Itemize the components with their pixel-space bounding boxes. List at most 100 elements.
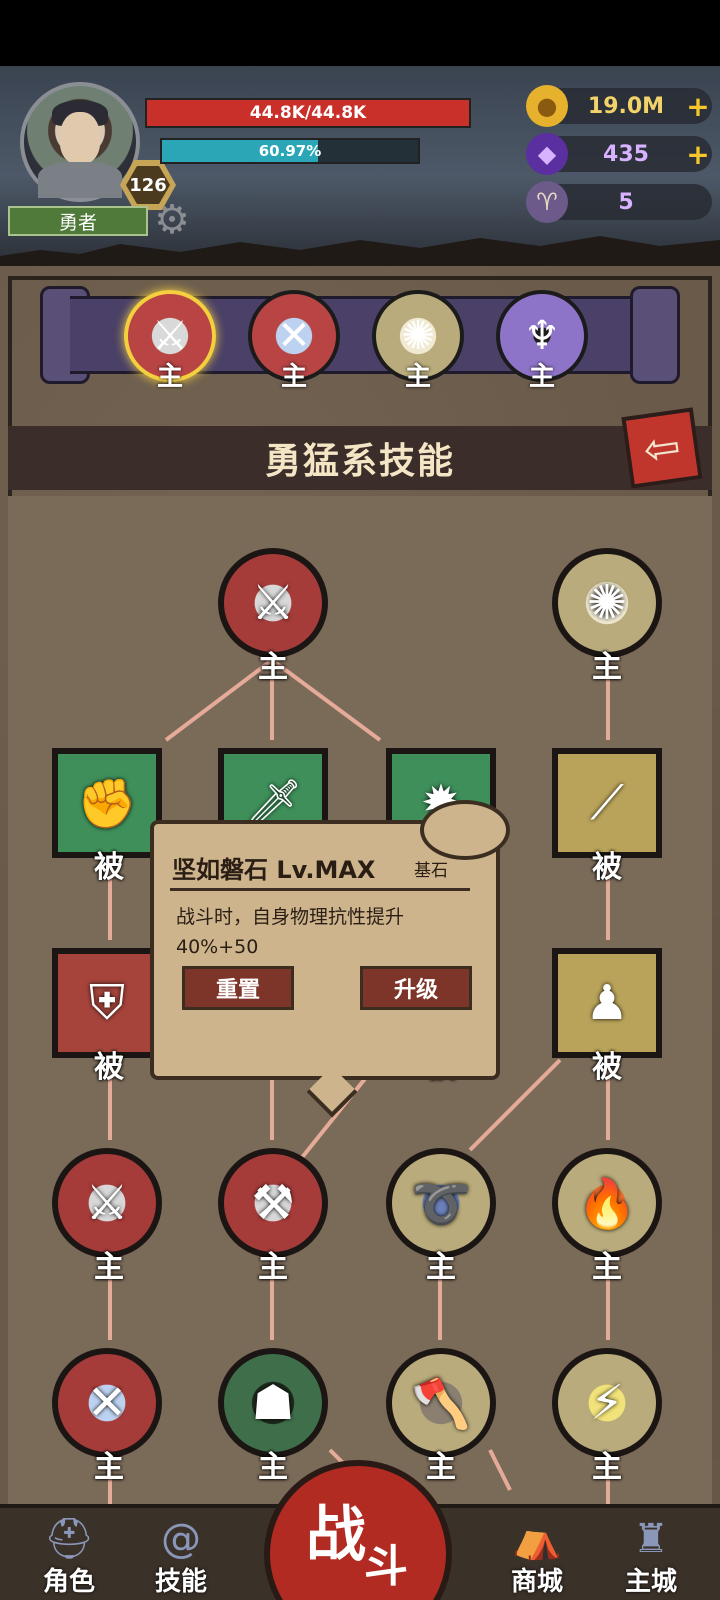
skill-node-r2c0-label: 被 [94,1050,124,1085]
lightning-blade-icon: ⚡ [590,1375,624,1431]
skill-tab-3-label: 主 [404,362,431,392]
skill-node-r3c0-label: 主 [94,1250,124,1285]
skill-node-r1c3[interactable]: ⟋ [552,748,662,858]
gold-coin-icon: ● [526,85,568,127]
ram-skull-icon: ♈ [526,181,568,223]
skill-node-r3c1[interactable]: ⚒ [218,1148,328,1258]
nav-skills-label: 技能 [154,1567,207,1597]
helmet-icon: ⛑ [43,1516,95,1562]
stone-fist-icon: ✊ [77,775,137,832]
skill-node-r3c2[interactable]: ➰ [386,1148,496,1258]
skill-tab-3[interactable]: ✺ [372,290,464,382]
nav-city[interactable]: ♜ 主城 [606,1506,696,1598]
player-name-banner: 勇者 [8,206,148,236]
popup-skill-description: 战斗时，自身物理抗性提升40%+50 [176,906,405,958]
purple-gem-icon: ◆ [526,133,568,175]
link-line [164,658,274,742]
skill-node-r3c2-label: 主 [426,1250,456,1285]
nav-skills[interactable]: @ 技能 [136,1506,226,1598]
skill-detail-popup: 坚如磐石 Lv.MAX 基石 战斗时，自身物理抗性提升40%+50 重置 升级 [150,800,510,1118]
battle-button[interactable]: 战 斗 [264,1460,452,1600]
skill-node-r2c0[interactable]: ⛨ [52,948,162,1058]
skill-node-r4c3-label: 主 [592,1450,622,1485]
skill-node-r2c3-label: 被 [592,1050,622,1085]
skill-node-r4c3[interactable]: ⚡ [552,1348,662,1458]
popup-skill-name: 坚如磐石 Lv.MAX [172,856,376,884]
skill-node-r1c0[interactable]: ✊ [52,748,162,858]
crossed-slash-icon: ✕ [86,1375,128,1431]
ridge-silhouette [0,236,720,266]
section-title-bar: 勇猛系技能 [8,426,712,490]
battle-label-2: 斗 [364,1541,408,1592]
nav-role[interactable]: ⛑ 角色 [24,1506,114,1598]
shop-tent-icon: ⛺ [512,1516,562,1562]
crossed-slash-icon: ✕ [277,313,311,359]
battle-label-1: 战 [306,1500,366,1570]
skill-node-r2c3[interactable]: ♟ [552,948,662,1058]
add-gold-button[interactable]: + [686,89,710,123]
skill-node-r1c0-label: 被 [94,850,124,885]
ram-value: 5 [618,189,634,215]
swirl-icon: @ [161,1516,201,1562]
winged-figure-icon: ♆ [524,313,560,359]
skill-node-r0c1-label: 主 [258,650,288,685]
nav-city-label: 主城 [624,1567,677,1597]
player-avatar[interactable] [20,82,140,202]
popup-curl-ornament [420,800,510,860]
xp-text: 60.97% [258,142,322,160]
fire-blade-icon: 🔥 [577,1175,637,1232]
holy-seal-icon: ✺ [401,313,435,359]
skill-node-r3c3-label: 主 [592,1250,622,1285]
skill-node-r4c1[interactable]: ☗ [218,1348,328,1458]
nav-shop-label: 商城 [510,1567,563,1597]
skill-tab-1[interactable]: ⚔ [124,290,216,382]
battle-axe-icon: 🪓 [411,1375,471,1432]
skill-node-r3c1-label: 主 [258,1250,288,1285]
skill-node-r0c1[interactable]: ⚔ [218,548,328,658]
gear-icon[interactable]: ⚙ [154,197,190,243]
hp-bar: 44.8K/44.8K [145,98,471,128]
skill-node-r1c3-label: 被 [592,850,622,885]
skill-tab-2[interactable]: ✕ [248,290,340,382]
link-line [488,1449,512,1491]
skill-node-r4c2[interactable]: 🪓 [386,1348,496,1458]
skill-tab-2-label: 主 [280,362,307,392]
skill-node-r4c0[interactable]: ✕ [52,1348,162,1458]
avatar-face [60,112,100,164]
xp-bar: 60.97% [160,138,420,164]
castle-icon: ♜ [633,1516,669,1562]
holy-seal-icon: ✺ [586,575,628,631]
nav-shop[interactable]: ⛺ 商城 [492,1506,582,1598]
section-title: 勇猛系技能 [264,441,455,482]
skill-node-r4c1-label: 主 [258,1450,288,1485]
skill-tab-4-label: 主 [528,362,555,392]
scroll-roll-right [630,286,680,384]
skill-node-r0c3-label: 主 [592,650,622,685]
add-gem-button[interactable]: + [686,137,710,171]
reset-button[interactable]: 重置 [182,966,294,1010]
upgrade-button[interactable]: 升级 [360,966,472,1010]
skill-tab-4[interactable]: ♆ [496,290,588,382]
skill-node-r0c3[interactable]: ✺ [552,548,662,658]
spiked-flail-icon: ➰ [411,1175,471,1232]
xp-bar-fill [162,140,319,162]
ram-counter: ♈ 5 [526,181,712,223]
avatar-armor [38,162,122,198]
gold-value: 19.0M [587,93,665,119]
sword-shield-icon: ⛨ [88,974,125,1031]
hooded-assassin-icon: ☗ [251,1375,295,1431]
skill-node-r4c0-label: 主 [94,1450,124,1485]
war-hammer-icon: ⚒ [251,1175,295,1231]
popup-skill-tag: 基石 [414,861,448,881]
flexing-warrior-icon: ♟ [585,975,629,1031]
blade-edge-icon: ⟋ [590,774,624,831]
claw-slash-icon: ⚔ [152,313,188,359]
link-line [468,1058,562,1152]
claw-slash-icon: ⚔ [85,1175,129,1231]
skill-node-r3c3[interactable]: 🔥 [552,1148,662,1258]
gem-value: 435 [603,141,649,167]
link-line [270,658,382,742]
skill-node-r3c0[interactable]: ⚔ [52,1148,162,1258]
skill-tab-1-label: 主 [156,362,183,392]
